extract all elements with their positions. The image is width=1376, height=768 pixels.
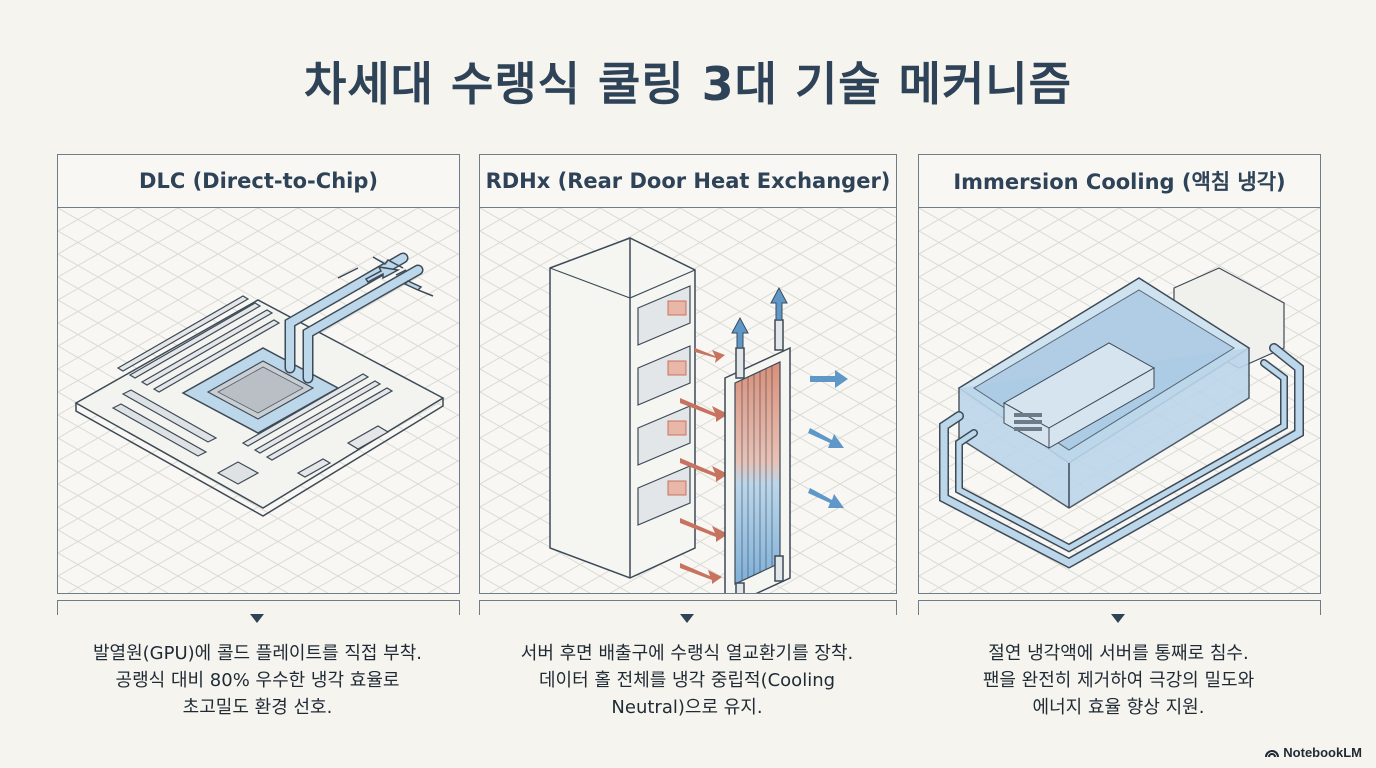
description-immersion: 절연 냉각액에 서버를 통째로 침수. 팬을 완전히 제거하여 극강의 밀도와 … bbox=[918, 640, 1319, 721]
brand-watermark: NotebookLM bbox=[1265, 745, 1362, 760]
panel-header-dlc: DLC (Direct-to-Chip) bbox=[58, 155, 459, 208]
notebooklm-logo-icon bbox=[1265, 749, 1280, 757]
pointer-dlc bbox=[250, 614, 264, 623]
coolant-out-arrows bbox=[731, 286, 788, 349]
description-line: 공랭식 대비 80% 우수한 냉각 효율로 bbox=[115, 670, 400, 691]
panel-header-rdhx: RDHx (Rear Door Heat Exchanger) bbox=[480, 155, 896, 208]
submerged-servers bbox=[1002, 342, 1156, 449]
brand-label: NotebookLM bbox=[1283, 745, 1362, 760]
flow-arrow-in bbox=[364, 256, 404, 283]
server-rack bbox=[549, 237, 696, 579]
description-line: 초고밀도 환경 선호. bbox=[182, 697, 333, 718]
bracket-dlc bbox=[57, 600, 460, 615]
hot-air-arrows bbox=[680, 348, 728, 584]
bracket-rdhx bbox=[479, 600, 897, 615]
description-line: 팬을 완전히 제거하여 극강의 밀도와 bbox=[982, 670, 1255, 691]
description-line: 데이터 홀 전체를 냉각 중립적(Cooling bbox=[538, 670, 836, 691]
description-line: 서버 후면 배출구에 수랭식 열교환기를 장착. bbox=[520, 643, 854, 664]
page-title: 차세대 수랭식 쿨링 3대 기술 메커니즘 bbox=[304, 57, 1072, 111]
cold-air-arrows bbox=[808, 370, 848, 508]
immersion-illustration bbox=[919, 208, 1320, 593]
description-line: 발열원(GPU)에 콜드 플레이트를 직접 부착. bbox=[92, 643, 423, 664]
panel-dlc: DLC (Direct-to-Chip) bbox=[57, 154, 460, 594]
chipset bbox=[216, 461, 260, 485]
rdhx-illustration bbox=[480, 208, 896, 593]
description-dlc: 발열원(GPU)에 콜드 플레이트를 직접 부착. 공랭식 대비 80% 우수한… bbox=[57, 640, 458, 721]
dlc-illustration bbox=[58, 208, 459, 593]
pointer-immersion bbox=[1111, 614, 1125, 623]
flow-arrow-out bbox=[395, 269, 434, 297]
panel-rdhx: RDHx (Rear Door Heat Exchanger) bbox=[479, 154, 897, 594]
description-line: 절연 냉각액에 서버를 통째로 침수. bbox=[988, 643, 1249, 664]
panel-immersion: Immersion Cooling (액침 냉각) bbox=[918, 154, 1321, 594]
ram-slots-right bbox=[241, 373, 394, 461]
description-rdhx: 서버 후면 배출구에 수랭식 열교환기를 장착. 데이터 홀 전체를 냉각 중립… bbox=[479, 640, 895, 721]
pointer-rdhx bbox=[680, 614, 694, 623]
panel-header-immersion: Immersion Cooling (액침 냉각) bbox=[919, 155, 1320, 208]
pcie-slots bbox=[111, 389, 218, 457]
description-line: 에너지 효율 향상 지원. bbox=[1032, 697, 1205, 718]
description-line: Neutral)으로 유지. bbox=[611, 697, 763, 718]
bracket-immersion bbox=[918, 600, 1321, 615]
ram-slots-left bbox=[116, 295, 281, 393]
